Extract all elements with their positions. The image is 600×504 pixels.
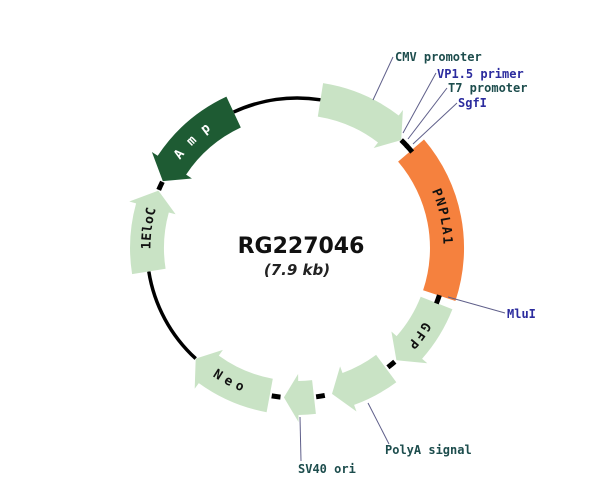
- band-text-pnpla1: A: [438, 226, 454, 236]
- junction-tick: [434, 294, 442, 305]
- band-text-pnpla1: P: [434, 206, 450, 217]
- backbone-arc: [147, 271, 197, 360]
- band-text-cole1: C: [143, 206, 159, 217]
- junction-tick: [386, 359, 397, 370]
- feature-band-pnpla1: [398, 139, 465, 301]
- callout-line-sv40-ori: [299, 416, 302, 462]
- junction-tick: [156, 180, 165, 191]
- band-text-cole1: 1: [139, 241, 154, 249]
- band-text-cole1: o: [142, 215, 158, 226]
- plasmid-title: RG227046: [238, 234, 365, 259]
- callout-line-t7-promoter: [407, 87, 448, 140]
- callout-line-polya-signal: [367, 402, 390, 445]
- feature-band-cole1: [129, 190, 176, 275]
- callout-label-t7-promoter: T7 promoter: [448, 81, 527, 95]
- callout-line-mlui: [447, 296, 506, 314]
- feature-band-neo: [194, 349, 273, 413]
- feature-band-sv40-ori: [283, 374, 316, 422]
- callout-label-polya-signal: PolyA signal: [385, 443, 472, 457]
- callout-label-sgfi: SgfI: [458, 96, 487, 110]
- feature-band-polya-signal: [332, 354, 397, 412]
- callout-label-sv40-ori: SV40 ori: [298, 462, 356, 476]
- callout-label-vp15-primer: VP1.5 primer: [437, 67, 524, 81]
- band-text-cole1: l: [140, 224, 156, 234]
- band-text-pnpla1: L: [436, 216, 452, 227]
- band-text-pnpla1: 1: [439, 236, 454, 245]
- feature-band-cmv-promoter: [317, 83, 403, 148]
- junction-tick: [404, 143, 415, 154]
- feature-band-gfp: [391, 296, 453, 364]
- callout-label-cmv-promoter: CMV promoter: [395, 50, 482, 64]
- junction-tick: [271, 393, 281, 400]
- backbone-arc: [232, 96, 321, 114]
- band-text-cole1: E: [140, 232, 156, 241]
- callout-line-sgfi: [412, 102, 458, 145]
- feature-band-amp: [151, 96, 241, 182]
- plasmid-size-label: (7.9 kb): [264, 261, 330, 279]
- callout-line-cmv-promoter: [372, 56, 394, 101]
- junction-tick: [315, 392, 326, 400]
- callout-line-vp15-primer: [402, 72, 437, 134]
- callout-label-mlui: MluI: [507, 307, 536, 321]
